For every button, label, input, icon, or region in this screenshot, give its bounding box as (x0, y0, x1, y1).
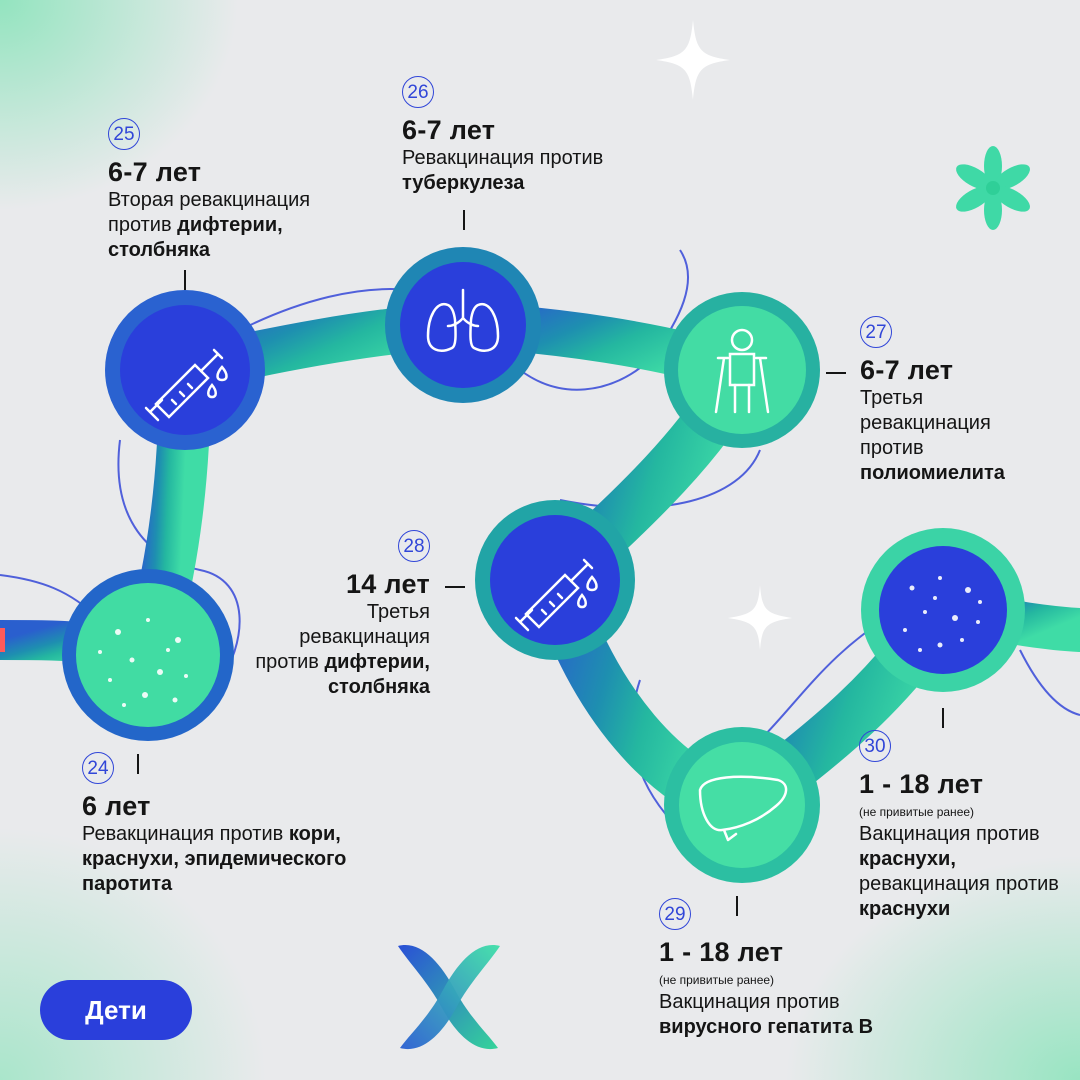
syringe-icon (144, 348, 228, 422)
step-26: 26 6-7 лет Ревакцинация против туберкуле… (402, 76, 662, 196)
step-30: 30 1 - 18 лет (не привитые ранее) Вакцин… (859, 730, 1069, 922)
step-number: 24 (82, 752, 114, 784)
step-description: Ревакцинация против кори, краснухи, эпид… (82, 823, 347, 895)
step-description: Вакцинация против вирусного гепатита В (659, 991, 874, 1038)
step-description: Вторая ревакцинация против дифтерии, сто… (108, 189, 311, 261)
category-button-children[interactable]: Дети (40, 980, 192, 1040)
step-number: 28 (398, 530, 430, 562)
child-crutches-icon (714, 328, 770, 414)
node-26 (385, 247, 541, 403)
sparkle-icon (656, 20, 792, 650)
step-description: Ревакцинация против туберкулеза (402, 147, 604, 194)
step-age: 6-7 лет (860, 355, 954, 385)
node-28 (475, 500, 635, 660)
step-age: 6-7 лет (402, 115, 496, 145)
step-age: 1 - 18 лет (859, 769, 984, 799)
step-25: 25 6-7 лет Вторая ревакцинация против ди… (108, 118, 368, 263)
step-number: 29 (659, 898, 691, 930)
step-age: 1 - 18 лет (659, 937, 784, 967)
tick-30 (942, 708, 944, 728)
step-age: 6 лет (82, 791, 151, 821)
step-age: 14 лет (345, 569, 430, 599)
step-28: 28 14 лет Третья ревакцинация против диф… (250, 530, 430, 700)
virus-particles-icon (903, 576, 982, 652)
step-description: Третья ревакцинация против дифтерии, сто… (255, 601, 430, 698)
node-30 (861, 528, 1025, 692)
step-note: (не привитые ранее) (659, 973, 775, 987)
node-24 (62, 569, 234, 741)
virus-particles-icon (98, 618, 188, 707)
node-27 (664, 292, 820, 448)
step-number: 25 (108, 118, 140, 150)
tick-27 (826, 372, 846, 374)
step-24: 24 6 лет Ревакцинация против кори, красн… (82, 752, 412, 897)
syringe-icon (514, 558, 598, 632)
step-number: 30 (859, 730, 891, 762)
step-note: (не привитые ранее) (859, 805, 975, 819)
step-description: Вакцинация против краснухи, ревакцинация… (859, 823, 1059, 920)
x-logo-icon (398, 945, 500, 1050)
step-age: 6-7 лет (108, 157, 202, 187)
tick-25 (184, 270, 186, 290)
step-description: Третья ревакцинация против полиомиелита (860, 387, 1005, 484)
step-number: 27 (860, 316, 892, 348)
tick-24 (137, 754, 139, 774)
ribbon-end-marker (0, 628, 5, 652)
tick-28 (445, 586, 465, 588)
tick-29 (736, 896, 738, 916)
step-29: 29 1 - 18 лет (не привитые ранее) Вакцин… (659, 898, 939, 1040)
tick-26 (463, 210, 465, 230)
step-number: 26 (402, 76, 434, 108)
node-29 (664, 727, 820, 883)
flower-logo-icon (956, 146, 1030, 230)
node-25 (105, 290, 265, 450)
liver-icon (698, 775, 788, 842)
lungs-icon (426, 288, 500, 352)
step-27: 27 6-7 лет Третья ревакцинация против по… (860, 316, 1060, 486)
